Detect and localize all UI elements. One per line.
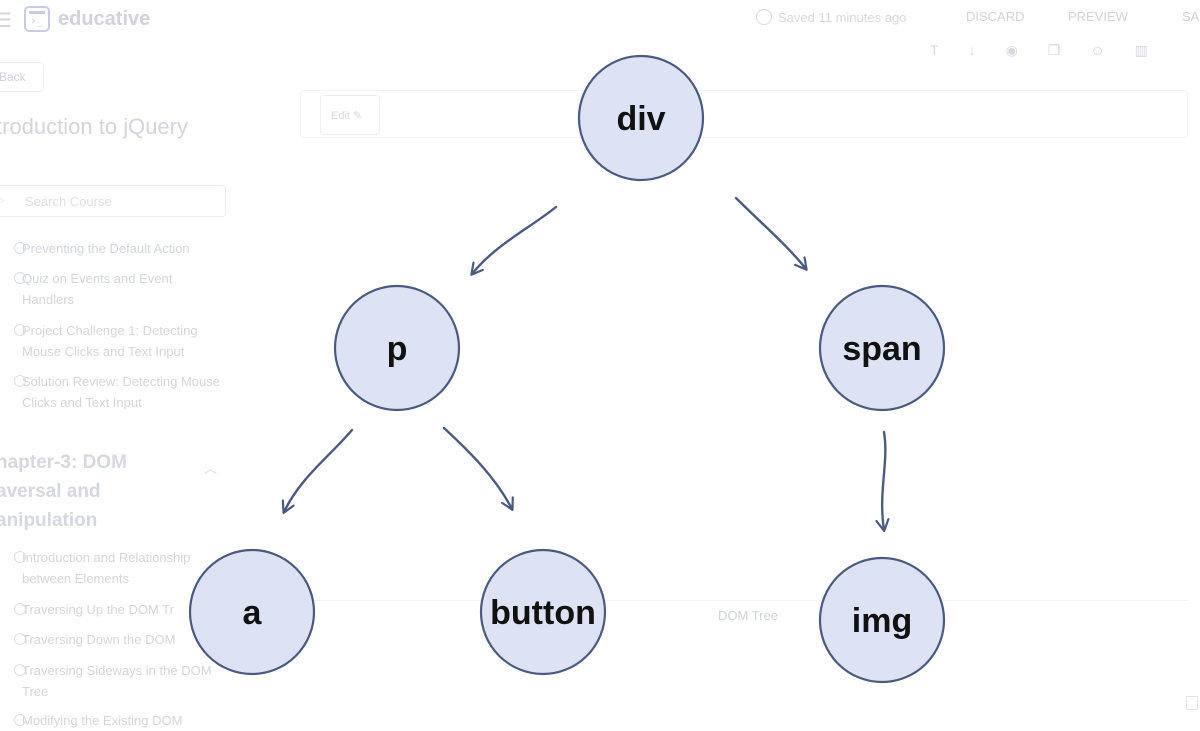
edit-label: Edit bbox=[331, 110, 350, 122]
figure-caption: DOM Tree bbox=[718, 608, 778, 623]
eye-icon[interactable]: ◉ bbox=[1005, 42, 1018, 58]
node-label: img bbox=[852, 602, 912, 640]
lesson-status-icon bbox=[14, 324, 26, 336]
lesson-label: Introduction and Relationship between El… bbox=[22, 550, 191, 586]
lesson-item[interactable]: Traversing Sideways in the DOM Tree bbox=[14, 660, 222, 702]
logo[interactable]: educative bbox=[24, 6, 150, 32]
lesson-status-icon bbox=[14, 375, 26, 387]
lesson-item[interactable]: Introduction and Relationship between El… bbox=[14, 547, 222, 589]
node-a: a bbox=[188, 548, 316, 676]
node-circle bbox=[333, 284, 461, 412]
pencil-icon: ✎ bbox=[353, 110, 363, 122]
node-span: span bbox=[818, 284, 946, 412]
edge-div-span bbox=[734, 196, 806, 269]
node-label: p bbox=[387, 330, 408, 368]
toolbar: T ↓ ◉ ❐ ☺ ▥ bbox=[930, 42, 1148, 59]
lesson-label: Project Challenge 1: Detecting Mouse Cli… bbox=[22, 323, 198, 359]
lesson-status-icon bbox=[14, 551, 26, 563]
logo-text: educative bbox=[58, 7, 151, 30]
edge-p-button bbox=[442, 426, 512, 509]
node-circle bbox=[818, 556, 946, 684]
lesson-item[interactable]: Traversing Down the DOM bbox=[14, 629, 222, 650]
lesson-item[interactable]: Preventing the Default Action bbox=[14, 238, 222, 259]
node-img: img bbox=[818, 556, 946, 684]
lesson-status-icon bbox=[14, 633, 26, 645]
menu-icon[interactable]: ☰ bbox=[0, 10, 12, 32]
discard-button[interactable]: DISCARD bbox=[966, 9, 1025, 24]
lesson-item[interactable]: Quiz on Events and Event Handlers bbox=[14, 268, 222, 310]
node-label: span bbox=[842, 330, 921, 368]
nodes: div p span a button img bbox=[188, 54, 946, 684]
content-block bbox=[300, 90, 1188, 138]
node-div: div bbox=[577, 54, 705, 182]
save-button[interactable]: SA bbox=[1182, 9, 1200, 24]
search-input[interactable]: Search Course bbox=[0, 185, 226, 217]
text-format-icon[interactable]: T bbox=[930, 42, 939, 58]
lesson-status-icon bbox=[14, 272, 26, 284]
node-label: button bbox=[490, 594, 596, 632]
course-title: troduction to jQuery bbox=[0, 114, 188, 139]
lesson-label: Traversing Down the DOM bbox=[22, 632, 176, 647]
saved-status-text: Saved 11 minutes ago bbox=[778, 9, 907, 25]
back-button[interactable]: Back bbox=[0, 62, 44, 92]
node-label: a bbox=[243, 594, 263, 632]
node-circle bbox=[577, 54, 705, 182]
lesson-item[interactable]: Solution Review: Detecting Mouse Clicks … bbox=[14, 371, 222, 413]
node-button: button bbox=[479, 548, 607, 676]
chevron-up-icon[interactable]: ︿ bbox=[204, 461, 218, 476]
lesson-item[interactable]: Project Challenge 1: Detecting Mouse Cli… bbox=[14, 320, 222, 362]
lesson-label: Traversing Sideways in the DOM Tree bbox=[22, 663, 212, 699]
search-icon: ⌕ bbox=[0, 193, 5, 207]
preview-button[interactable]: PREVIEW bbox=[1068, 9, 1128, 24]
logo-icon bbox=[24, 6, 50, 32]
edges bbox=[284, 196, 885, 530]
lesson-status-icon bbox=[14, 603, 26, 615]
edge-p-a bbox=[284, 428, 354, 512]
edge-div-p bbox=[472, 205, 558, 274]
edit-button[interactable]: Edit ✎ bbox=[320, 95, 380, 135]
clock-icon bbox=[756, 9, 772, 25]
lesson-label: Solution Review: Detecting Mouse Clicks … bbox=[22, 374, 220, 410]
lesson-label: Quiz on Events and Event Handlers bbox=[22, 271, 173, 307]
trash-icon[interactable]: ▥ bbox=[1134, 42, 1148, 58]
node-circle bbox=[479, 548, 607, 676]
caption-bar bbox=[300, 600, 1188, 628]
download-icon[interactable]: ↓ bbox=[968, 42, 976, 58]
lesson-item[interactable]: Traversing Up the DOM Tr bbox=[14, 599, 222, 620]
lesson-label: Preventing the Default Action bbox=[22, 241, 190, 256]
node-label: div bbox=[616, 100, 665, 138]
copy-icon[interactable]: ❐ bbox=[1047, 42, 1061, 58]
settings-icon[interactable]: ☺ bbox=[1090, 42, 1105, 58]
node-p: p bbox=[333, 284, 461, 412]
node-circle bbox=[818, 284, 946, 412]
edge-span-img bbox=[882, 430, 885, 530]
lesson-status-icon bbox=[14, 242, 26, 254]
chapter-title[interactable]: hapter-3: DOM aversal and anipulation bbox=[0, 452, 127, 531]
resize-icon[interactable] bbox=[1186, 696, 1198, 710]
lesson-status-icon bbox=[14, 664, 26, 676]
saved-status: Saved 11 minutes ago bbox=[756, 9, 906, 25]
node-circle bbox=[188, 548, 316, 676]
lesson-label: Traversing Up the DOM Tr bbox=[22, 602, 174, 617]
